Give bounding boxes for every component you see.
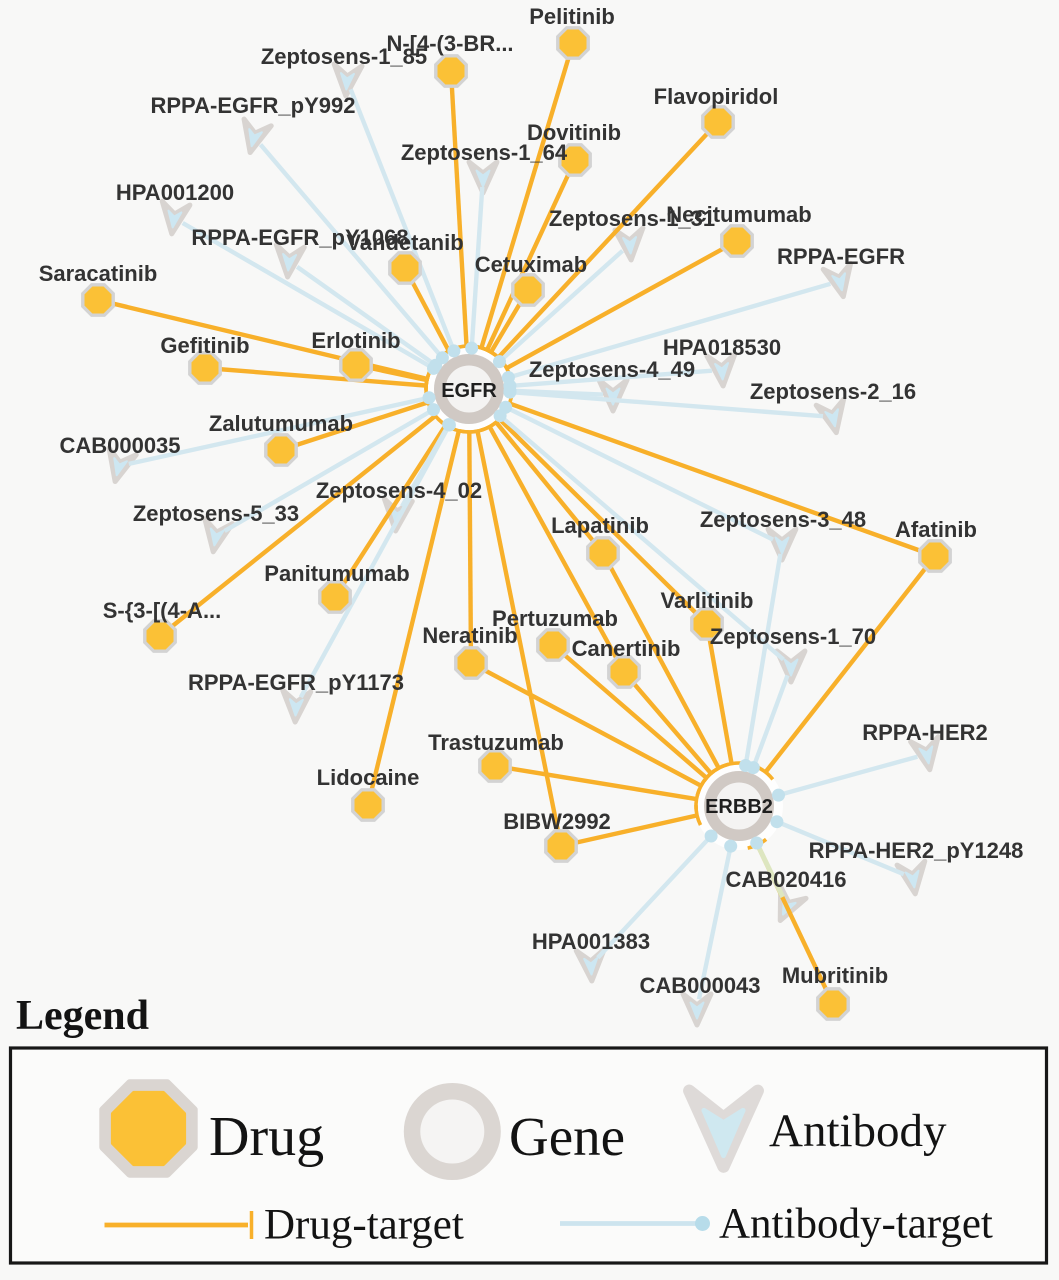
svg-text:Erlotinib: Erlotinib [311, 328, 400, 353]
svg-text:Antibody-target: Antibody-target [719, 1201, 993, 1248]
svg-text:Zeptosens-3_48: Zeptosens-3_48 [700, 507, 866, 532]
svg-text:Panitumumab: Panitumumab [264, 561, 409, 586]
svg-text:Mubritinib: Mubritinib [782, 963, 888, 988]
svg-text:Zeptosens-4_02: Zeptosens-4_02 [316, 478, 482, 503]
svg-text:Zeptosens-1_31: Zeptosens-1_31 [549, 206, 715, 231]
svg-text:RPPA-HER2: RPPA-HER2 [862, 720, 988, 745]
svg-text:S-{3-[(4-A...: S-{3-[(4-A... [103, 598, 222, 623]
svg-text:Dovitinib: Dovitinib [527, 120, 621, 145]
svg-text:EGFR: EGFR [441, 380, 497, 402]
svg-text:Drug-target: Drug-target [264, 1202, 464, 1249]
svg-text:Lapatinib: Lapatinib [551, 513, 649, 538]
svg-text:Lidocaine: Lidocaine [317, 765, 420, 790]
svg-text:CAB000043: CAB000043 [639, 973, 760, 998]
svg-text:Legend: Legend [16, 993, 149, 1039]
svg-text:Trastuzumab: Trastuzumab [428, 730, 564, 755]
svg-text:CAB000035: CAB000035 [59, 433, 180, 458]
svg-text:Pelitinib: Pelitinib [529, 4, 615, 29]
svg-text:RPPA-EGFR_pY992: RPPA-EGFR_pY992 [151, 93, 356, 118]
svg-text:Gefitinib: Gefitinib [160, 333, 249, 358]
svg-text:Pertuzumab: Pertuzumab [492, 606, 618, 631]
svg-text:RPPA-EGFR_pY1068: RPPA-EGFR_pY1068 [191, 225, 408, 250]
svg-text:BIBW2992: BIBW2992 [503, 809, 611, 834]
svg-text:Zeptosens-2_16: Zeptosens-2_16 [750, 379, 916, 404]
svg-text:Afatinib: Afatinib [895, 517, 977, 542]
svg-text:Zeptosens-5_33: Zeptosens-5_33 [133, 501, 299, 526]
svg-text:Necitumumab: Necitumumab [666, 202, 811, 227]
svg-text:Saracatinib: Saracatinib [39, 261, 158, 286]
svg-text:ERBB2: ERBB2 [705, 796, 773, 818]
svg-text:N-[4-(3-BR...: N-[4-(3-BR... [386, 31, 513, 56]
svg-text:RPPA-HER2_pY1248: RPPA-HER2_pY1248 [809, 838, 1024, 863]
svg-text:RPPA-EGFR_pY1173: RPPA-EGFR_pY1173 [188, 670, 404, 695]
svg-text:RPPA-EGFR: RPPA-EGFR [777, 244, 905, 269]
svg-text:Zeptosens-1_70: Zeptosens-1_70 [710, 624, 876, 649]
svg-text:Zeptosens-1_64: Zeptosens-1_64 [401, 140, 568, 165]
svg-text:Drug: Drug [209, 1106, 324, 1168]
svg-text:Gene: Gene [509, 1106, 625, 1167]
svg-text:Canertinib: Canertinib [572, 636, 681, 661]
svg-text:Zalutumumab: Zalutumumab [209, 411, 353, 436]
svg-text:Neratinib: Neratinib [422, 623, 517, 648]
svg-text:CAB020416: CAB020416 [725, 867, 846, 892]
svg-text:HPA018530: HPA018530 [663, 335, 781, 360]
svg-text:Cetuximab: Cetuximab [475, 252, 587, 277]
svg-text:Zeptosens-4_49: Zeptosens-4_49 [529, 357, 695, 382]
svg-text:Zeptosens-1_85: Zeptosens-1_85 [261, 44, 427, 69]
svg-text:Flavopiridol: Flavopiridol [654, 84, 779, 109]
svg-text:Vandetanib: Vandetanib [346, 230, 463, 255]
svg-text:Antibody: Antibody [769, 1105, 947, 1157]
svg-text:Varlitinib: Varlitinib [661, 588, 754, 613]
svg-text:HPA001383: HPA001383 [532, 929, 650, 954]
svg-text:HPA001200: HPA001200 [116, 180, 234, 205]
